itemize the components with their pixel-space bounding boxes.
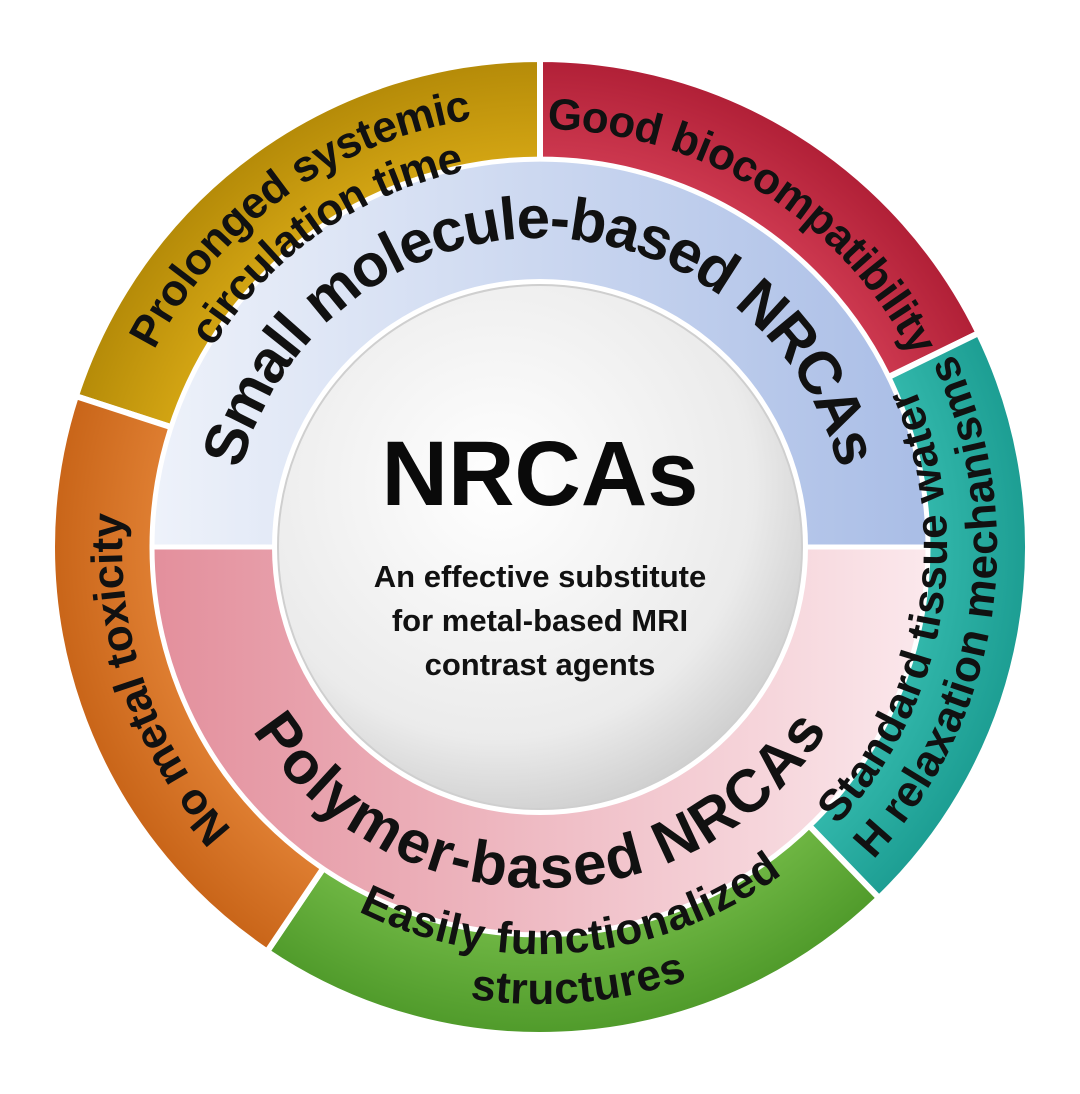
center-title: NRCAs [382, 423, 699, 525]
center-disc: NRCAs An effective substitute for metal-… [272, 279, 808, 815]
center-subtitle-line-1: An effective substitute [374, 559, 706, 594]
center-subtitle-line-3: contrast agents [425, 647, 656, 682]
center-subtitle-line-2: for metal-based MRI [392, 603, 688, 638]
center-circle [277, 284, 803, 810]
